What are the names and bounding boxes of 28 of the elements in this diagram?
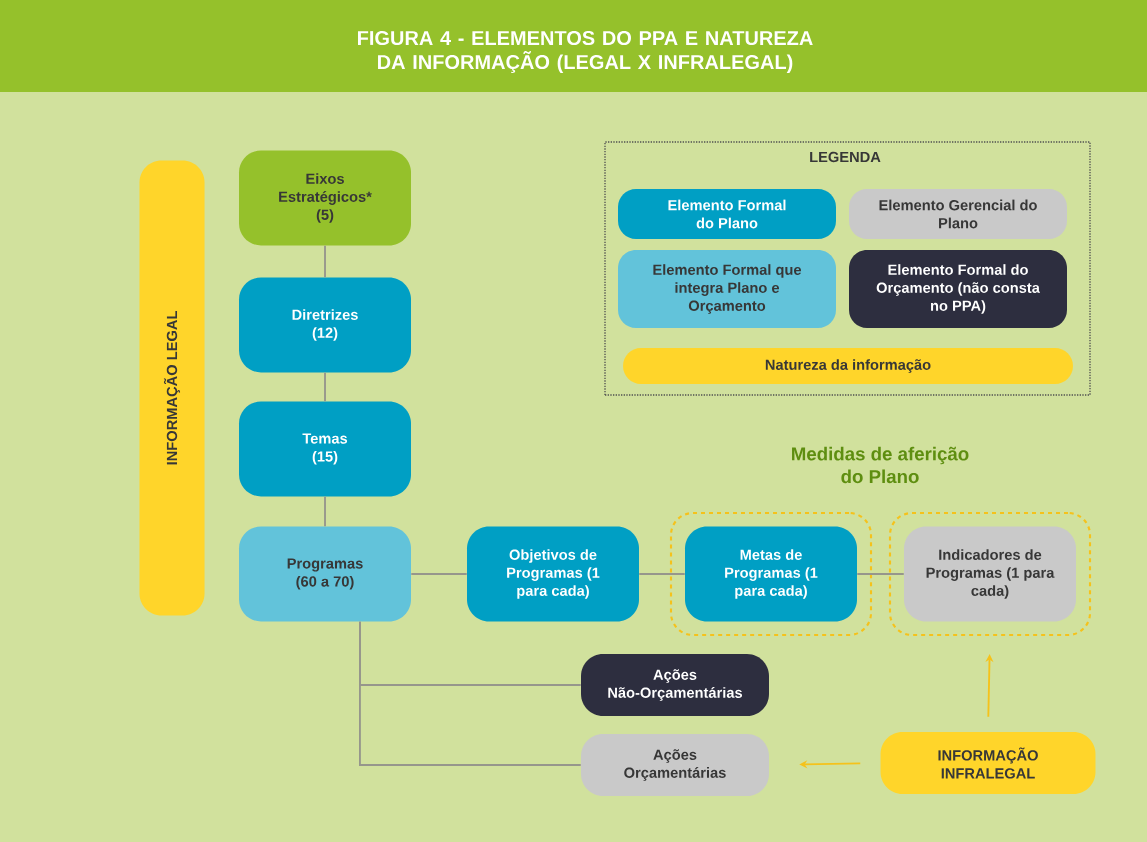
connector-line — [856, 573, 905, 575]
connector-line — [410, 573, 468, 575]
process-box: Objetivos de Programas (1 para cada) — [467, 526, 639, 622]
legend-label: Elemento Formal do Plano — [668, 199, 786, 229]
process-box: Metas de Programas (1 para cada) — [685, 526, 857, 622]
legend-label: Elemento Formal que integra Plano e Orçamento — [653, 264, 802, 314]
legend-title: LEGENDA — [810, 151, 881, 163]
process-box: Ações Não-Orçamentárias — [581, 654, 769, 716]
connector-line — [359, 620, 582, 766]
dashed-frame — [669, 511, 873, 637]
legend-label: Elemento Gerencial do Plano — [879, 199, 1037, 229]
connector-line — [324, 244, 326, 279]
group-heading: Medidas de aferição do Plano — [792, 446, 969, 484]
connector-line — [638, 573, 686, 575]
connector-line — [324, 371, 326, 403]
dashed-frame — [888, 511, 1092, 637]
process-box: Programas (60 a 70) — [239, 526, 411, 622]
process-box: Indicadores de Programas (1 para cada) — [904, 526, 1076, 622]
connector-line — [324, 495, 326, 528]
legend-label: Natureza da informação — [765, 359, 931, 373]
process-box: INFORMAÇÃO INFRALEGAL — [880, 732, 1096, 794]
title-banner: FIGURA 4 - ELEMENTOS DO PPA E NATUREZA DA INFORMAÇÃO (LEGAL X INFRALEGAL) — [0, 0, 1147, 92]
legend-label: Elemento Formal do Orçamento (não consta no PPA) — [876, 264, 1040, 314]
side-bar: INFORMAÇÃO LEGAL — [139, 160, 205, 616]
process-box: Temas (15) — [239, 401, 411, 497]
process-box: Eixos Estratégicos* (5) — [239, 150, 411, 246]
process-box: Diretrizes (12) — [239, 277, 411, 373]
process-box: Ações Orçamentárias — [581, 734, 769, 796]
